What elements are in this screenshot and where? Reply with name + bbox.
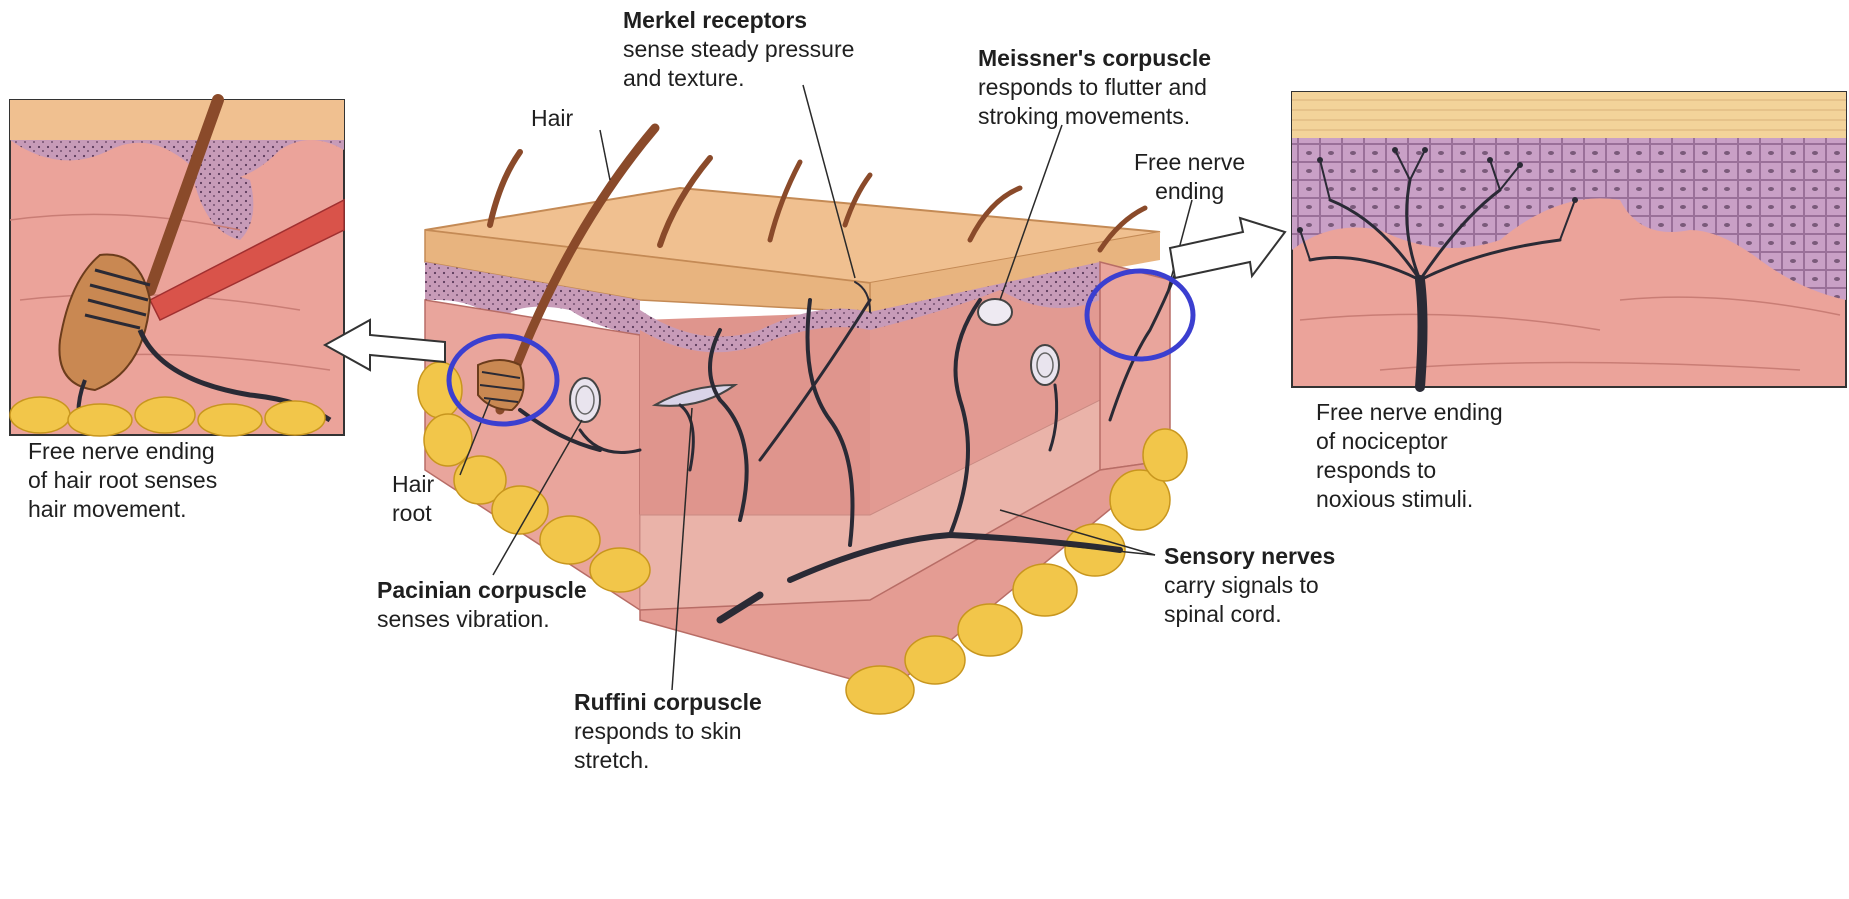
sensory-nerves-label: Sensory nerves carry signals to spinal c…	[1164, 542, 1335, 629]
nociceptor-inset	[1292, 92, 1846, 387]
free-nerve-ending-1: Free nerve	[1134, 148, 1245, 177]
hair-root-label: Hair root	[392, 470, 434, 528]
merkel-title: Merkel receptors	[623, 6, 854, 35]
pacinian-title: Pacinian corpuscle	[377, 576, 587, 605]
right-caption-3: responds to	[1316, 456, 1503, 485]
meissner-desc-2: stroking movements.	[978, 102, 1211, 131]
right-caption-4: noxious stimuli.	[1316, 485, 1503, 514]
hair-text: Hair	[531, 104, 573, 133]
right-inset-caption: Free nerve ending of nociceptor responds…	[1316, 398, 1503, 514]
hair-root-1: Hair	[392, 470, 434, 499]
left-caption-3: hair movement.	[28, 495, 217, 524]
left-inset-caption: Free nerve ending of hair root senses ha…	[28, 437, 217, 524]
left-caption-2: of hair root senses	[28, 466, 217, 495]
meissner-desc-1: responds to flutter and	[978, 73, 1211, 102]
meissner-title: Meissner's corpuscle	[978, 44, 1211, 73]
merkel-desc-1: sense steady pressure	[623, 35, 854, 64]
skin-block	[418, 188, 1187, 714]
hair-root-2: root	[392, 499, 434, 528]
merkel-desc-2: and texture.	[623, 64, 854, 93]
ruffini-desc-2: stretch.	[574, 746, 762, 775]
hair-follicle	[478, 360, 524, 410]
hair-label: Hair	[531, 104, 573, 133]
sensory-nerves-desc-2: spinal cord.	[1164, 600, 1335, 629]
pacinian-desc-1: senses vibration.	[377, 605, 587, 634]
ruffini-label: Ruffini corpuscle responds to skin stret…	[574, 688, 762, 775]
free-nerve-ending-2: ending	[1134, 177, 1245, 206]
meissner-corpuscle	[978, 299, 1012, 325]
right-caption-2: of nociceptor	[1316, 427, 1503, 456]
ruffini-title: Ruffini corpuscle	[574, 688, 762, 717]
merkel-label: Merkel receptors sense steady pressure a…	[623, 6, 854, 93]
meissner-label: Meissner's corpuscle responds to flutter…	[978, 44, 1211, 131]
right-caption-1: Free nerve ending	[1316, 398, 1503, 427]
sensory-nerves-title: Sensory nerves	[1164, 542, 1335, 571]
pacinian-label: Pacinian corpuscle senses vibration.	[377, 576, 587, 634]
free-nerve-ending-label: Free nerve ending	[1134, 148, 1245, 206]
sensory-nerves-desc-1: carry signals to	[1164, 571, 1335, 600]
left-caption-1: Free nerve ending	[28, 437, 217, 466]
ruffini-desc-1: responds to skin	[574, 717, 762, 746]
right-arrow	[1170, 218, 1285, 278]
hair-root-inset	[10, 100, 344, 436]
